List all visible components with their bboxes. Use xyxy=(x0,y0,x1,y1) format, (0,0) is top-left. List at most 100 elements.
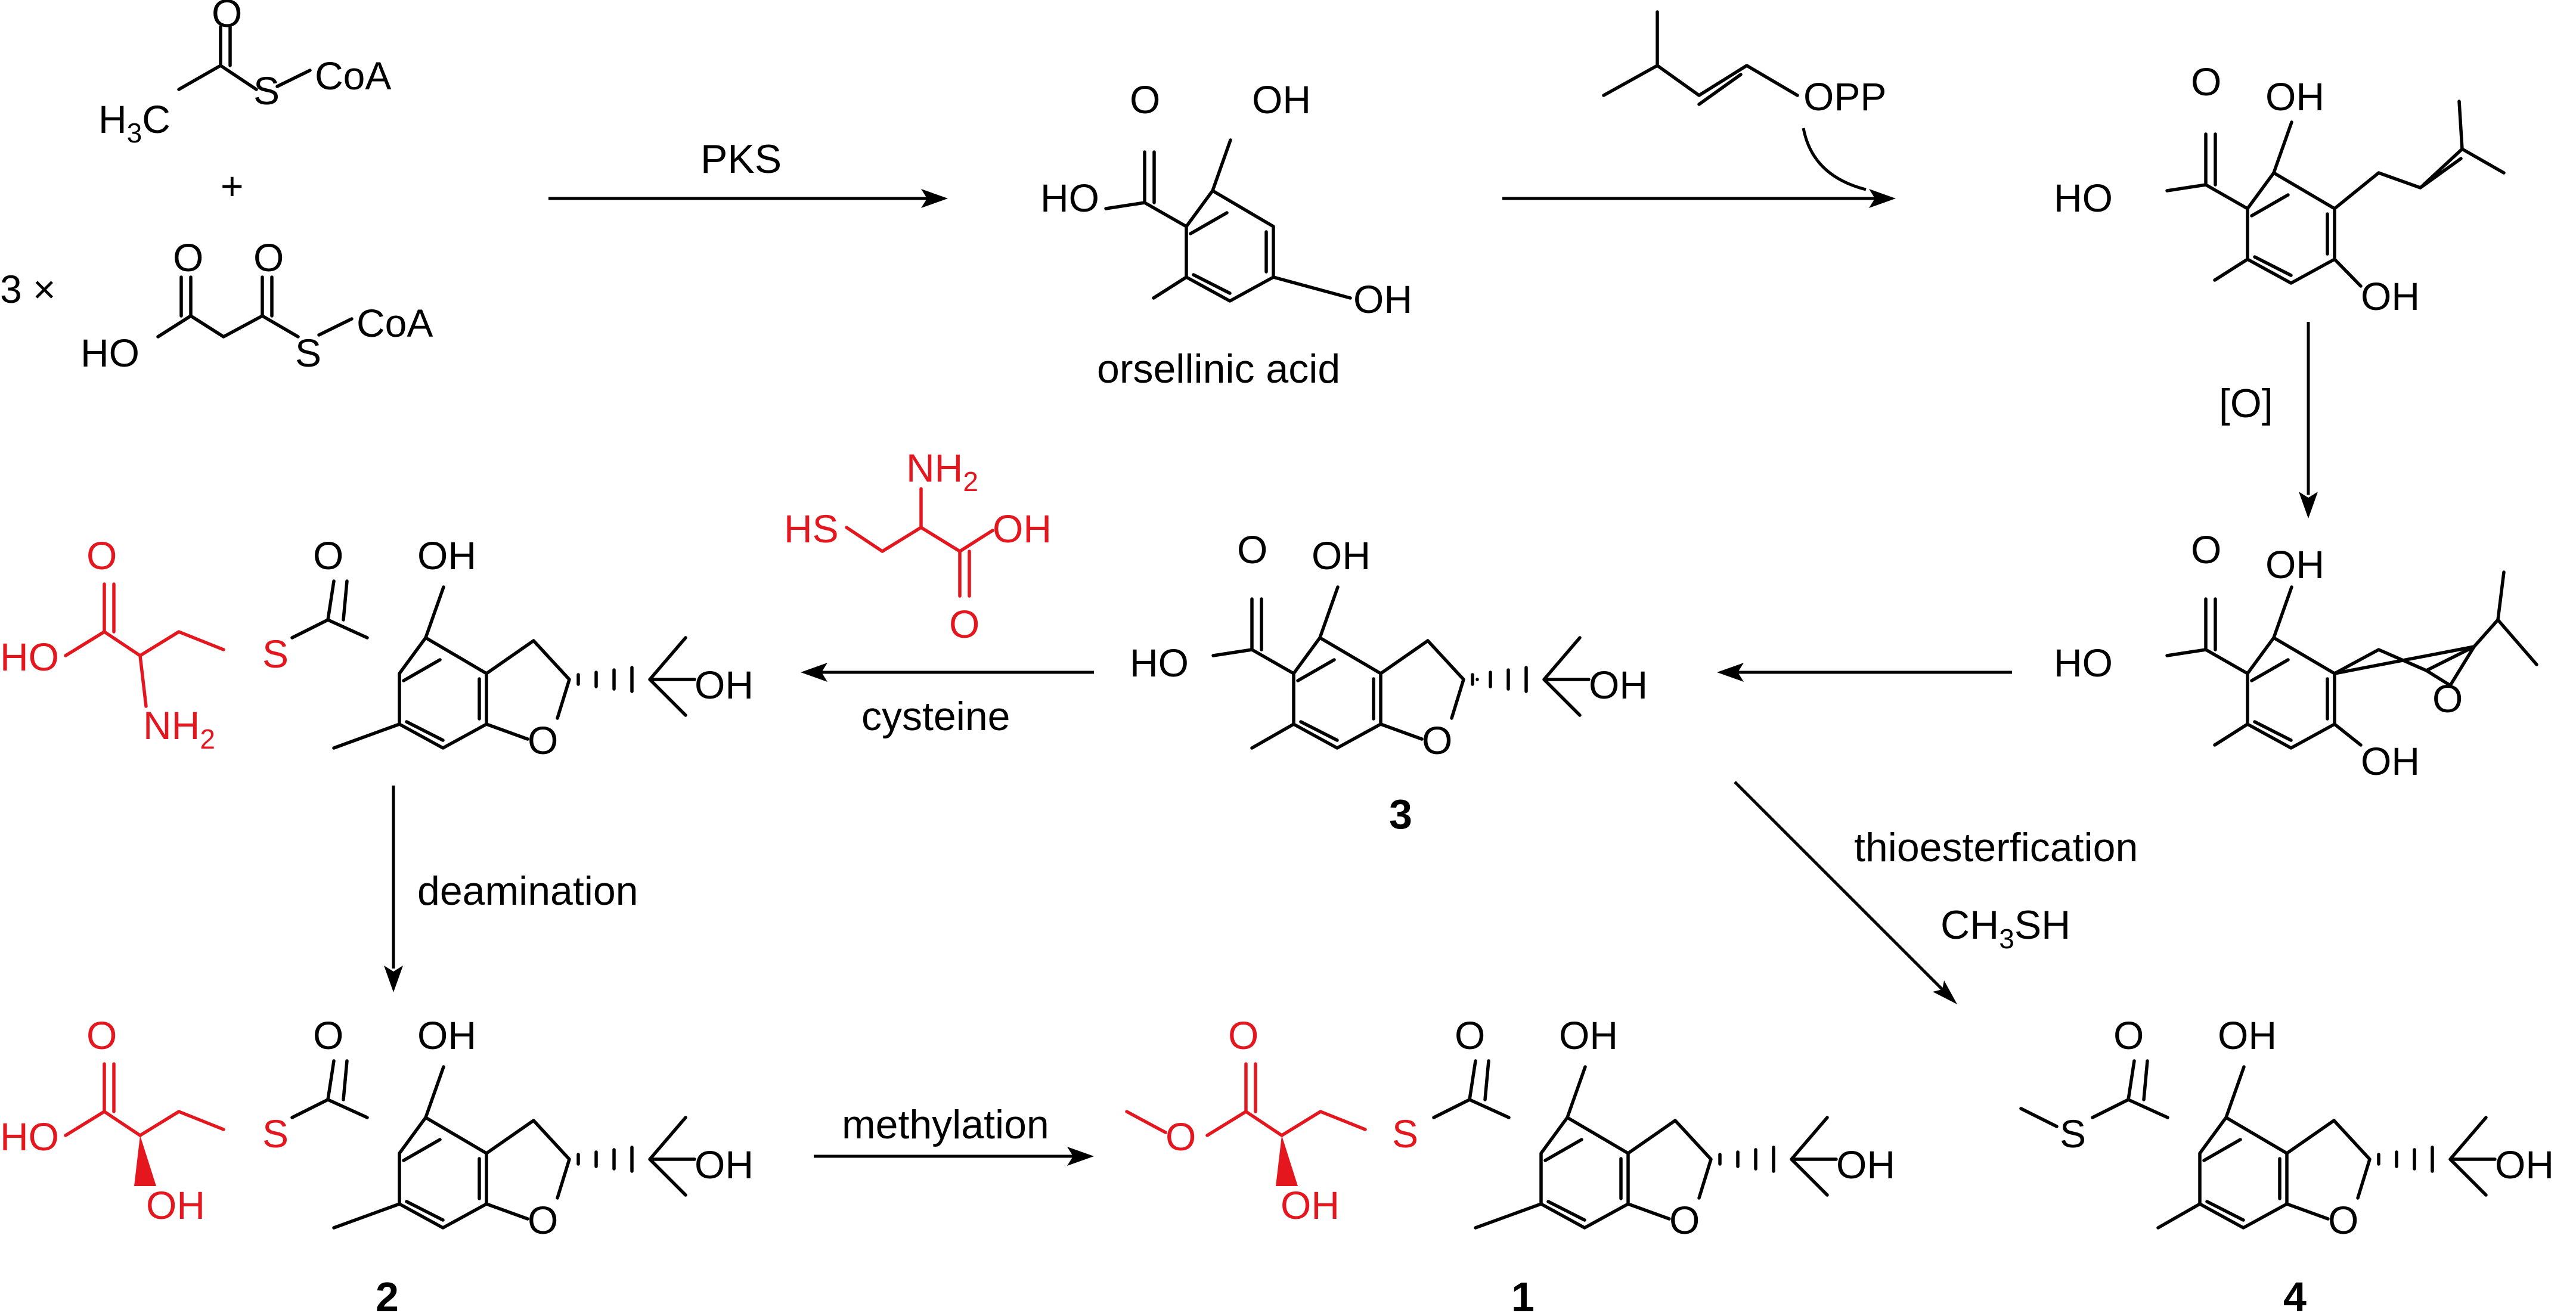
acetyl-h-subscript: 3 xyxy=(127,117,142,148)
compound-1-ring-o: O xyxy=(1669,1198,1700,1242)
compound-2-oh: OH xyxy=(417,1013,476,1057)
methanethiol-label: CH3SH xyxy=(1940,902,2070,954)
pks-label: PKS xyxy=(700,136,782,182)
compound-1-thioester-o: O xyxy=(1455,1013,1485,1057)
prenylation-step: OPP xyxy=(1502,10,1896,208)
methylation-arrow: methylation xyxy=(814,1102,1094,1166)
prenyl-opp: OPP xyxy=(1803,75,1886,119)
compound-2-oh-red: OH xyxy=(146,1183,205,1227)
deamination-label: deamination xyxy=(417,868,638,914)
methanethiol-ch: CH xyxy=(1940,902,1999,948)
cysteine-arrow: cysteine xyxy=(801,663,1094,739)
compound-2-thioester-o: O xyxy=(313,1013,343,1057)
conjugate-nh: NH xyxy=(143,703,200,747)
cysteine-oh: OH xyxy=(993,507,1052,551)
multiplier: 3 × xyxy=(0,267,56,311)
compound-1: O O OH S O OH O OH 1 xyxy=(1125,1013,1895,1316)
cysteine-conjugate: O HO NH2 S O OH O OH xyxy=(0,533,754,762)
cyclization-arrow xyxy=(1717,663,2012,682)
compound-3-ring-o: O xyxy=(1422,718,1452,762)
epoxide-carbonyl-o: O xyxy=(2191,527,2221,572)
compound-4-carbonyl-o: O xyxy=(2113,1013,2144,1057)
cysteine-nh2: NH2 xyxy=(906,446,978,497)
compound-2-s: S xyxy=(262,1112,289,1156)
compound-1-ester-o: O xyxy=(1165,1115,1196,1159)
plus-sign: + xyxy=(221,164,244,208)
oxidation-label: [O] xyxy=(2219,381,2273,426)
acetyl-coa-label: CoA xyxy=(315,54,391,98)
cysteine-reagent: HS NH2 OH O xyxy=(784,446,1052,646)
cysteine-hs: HS xyxy=(784,507,839,551)
prenylated-oh-2: OH xyxy=(2361,274,2420,318)
conjugate-ring-o: O xyxy=(528,718,558,762)
compound-1-s: S xyxy=(1392,1112,1418,1156)
compound-1-side-oh: OH xyxy=(1836,1143,1895,1187)
thioesterification-arrow: thioesterfication CH3SH xyxy=(1734,781,2138,1004)
epoxide-ho: HO xyxy=(2054,641,2113,685)
prenylated-carbonyl-o: O xyxy=(2191,60,2221,104)
epoxide-oh-1: OH xyxy=(2265,542,2324,586)
compound-4-s: S xyxy=(2060,1112,2086,1156)
acetyl-coa: H3C O S CoA xyxy=(98,0,391,148)
orsellinic-carbonyl-o: O xyxy=(1130,77,1160,122)
compound-4-side-oh: OH xyxy=(2495,1143,2554,1187)
malonyl-ho: HO xyxy=(80,331,140,375)
compound-3-ho: HO xyxy=(1130,641,1189,685)
compound-3-carbonyl-o: O xyxy=(1237,527,1267,572)
prenylated-oh-1: OH xyxy=(2265,75,2324,119)
malonyl-coa-label: CoA xyxy=(357,301,433,345)
compound-1-carbonyl-o: O xyxy=(1228,1013,1258,1057)
compound-2-ho: HO xyxy=(0,1115,59,1159)
compound-4-number: 4 xyxy=(2283,1274,2307,1316)
cysteine-nh2-subscript: 2 xyxy=(963,466,978,497)
compound-2-carbonyl-o: O xyxy=(86,1013,117,1057)
epoxide-ring-o: O xyxy=(2432,676,2463,721)
compound-2-ring-o: O xyxy=(528,1198,558,1242)
orsellinic-oh-2: OH xyxy=(1353,277,1412,321)
svg-text:H3C: H3C xyxy=(98,97,171,148)
conjugate-oh: OH xyxy=(417,533,476,578)
conjugate-nh2-subscript: 2 xyxy=(200,724,215,755)
compound-4-ring-o: O xyxy=(2328,1198,2358,1242)
compound-3-oh: OH xyxy=(1312,533,1371,578)
epoxide-intermediate: O HO OH OH O xyxy=(2054,527,2538,783)
compound-2-number: 2 xyxy=(376,1274,399,1316)
acetyl-carbonyl-o: O xyxy=(212,0,242,35)
conjugate-side-oh: OH xyxy=(695,663,754,707)
methanethiol-sh: SH xyxy=(2014,902,2070,948)
orsellinic-acid: O HO OH OH orsellinic acid xyxy=(1040,77,1412,392)
acetyl-c: C xyxy=(142,97,171,141)
conjugate-carbonyl-o: O xyxy=(86,533,117,578)
conjugate-ho: HO xyxy=(0,635,59,679)
prenylated-ho: HO xyxy=(2054,176,2113,220)
methanethiol-subscript: 3 xyxy=(1999,923,2014,954)
malonyl-coa: HO O O S CoA xyxy=(80,235,433,375)
orsellinic-acid-name: orsellinic acid xyxy=(1097,346,1340,392)
compound-3-side-oh: OH xyxy=(1589,663,1648,707)
compound-1-oh-red: OH xyxy=(1281,1183,1340,1227)
acetyl-h: H xyxy=(98,97,127,141)
cysteine-label: cysteine xyxy=(861,694,1010,739)
compound-2: O HO OH S O OH O OH 2 xyxy=(0,1013,754,1316)
acetyl-s: S xyxy=(253,69,280,113)
thioesterfication-label: thioesterfication xyxy=(1854,825,2138,870)
orsellinic-oh-1: OH xyxy=(1252,77,1311,122)
cysteine-nh: NH xyxy=(906,446,963,490)
deamination-arrow: deamination xyxy=(384,786,638,992)
malonyl-o2: O xyxy=(253,235,284,280)
conjugate-s: S xyxy=(262,632,289,676)
orsellinic-ho: HO xyxy=(1040,176,1099,220)
conjugate-nh2: NH2 xyxy=(143,703,215,755)
pks-arrow: PKS xyxy=(548,136,948,208)
compound-2-side-oh: OH xyxy=(695,1143,754,1187)
compound-3-number: 3 xyxy=(1389,791,1412,837)
oxidation-arrow: [O] xyxy=(2219,322,2318,519)
malonyl-s: S xyxy=(295,331,321,375)
conjugate-thioester-o: O xyxy=(313,533,343,578)
malonyl-o1: O xyxy=(173,235,203,280)
compound-1-number: 1 xyxy=(1511,1274,1535,1316)
prenylated-orsellinic-acid: O HO OH OH xyxy=(2054,60,2506,318)
compound-3: O HO OH O OH 3 xyxy=(1130,527,1648,837)
compound-4: S O OH O OH 4 xyxy=(2019,1013,2554,1316)
